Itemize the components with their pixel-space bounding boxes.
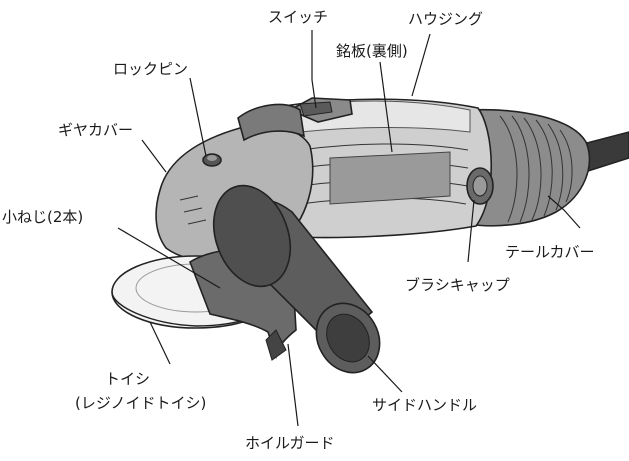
label-gear-cover: ギヤカバー bbox=[58, 121, 133, 139]
brush-cap bbox=[466, 167, 494, 205]
label-nameplate: 銘板(裏側) bbox=[336, 42, 408, 60]
label-wheel-type: (レジノイドトイシ) bbox=[75, 394, 206, 412]
label-side-handle: サイドハンドル bbox=[372, 396, 477, 414]
label-wheel: トイシ bbox=[105, 370, 150, 388]
label-wheel-guard: ホイルガード bbox=[245, 434, 335, 452]
label-lock-pin: ロックピン bbox=[113, 60, 188, 78]
tail-cover bbox=[467, 108, 591, 227]
label-tail-cover: テールカバー bbox=[505, 243, 595, 261]
label-brush-cap: ブラシキャップ bbox=[405, 276, 510, 294]
label-switch: スイッチ bbox=[268, 8, 328, 26]
side-handle bbox=[212, 184, 381, 374]
lock-pin bbox=[202, 153, 222, 167]
label-small-screws: 小ねじ(2本) bbox=[2, 208, 83, 226]
switch-slider bbox=[288, 97, 353, 123]
label-housing: ハウジング bbox=[408, 10, 483, 28]
leader-lines bbox=[117, 30, 581, 427]
